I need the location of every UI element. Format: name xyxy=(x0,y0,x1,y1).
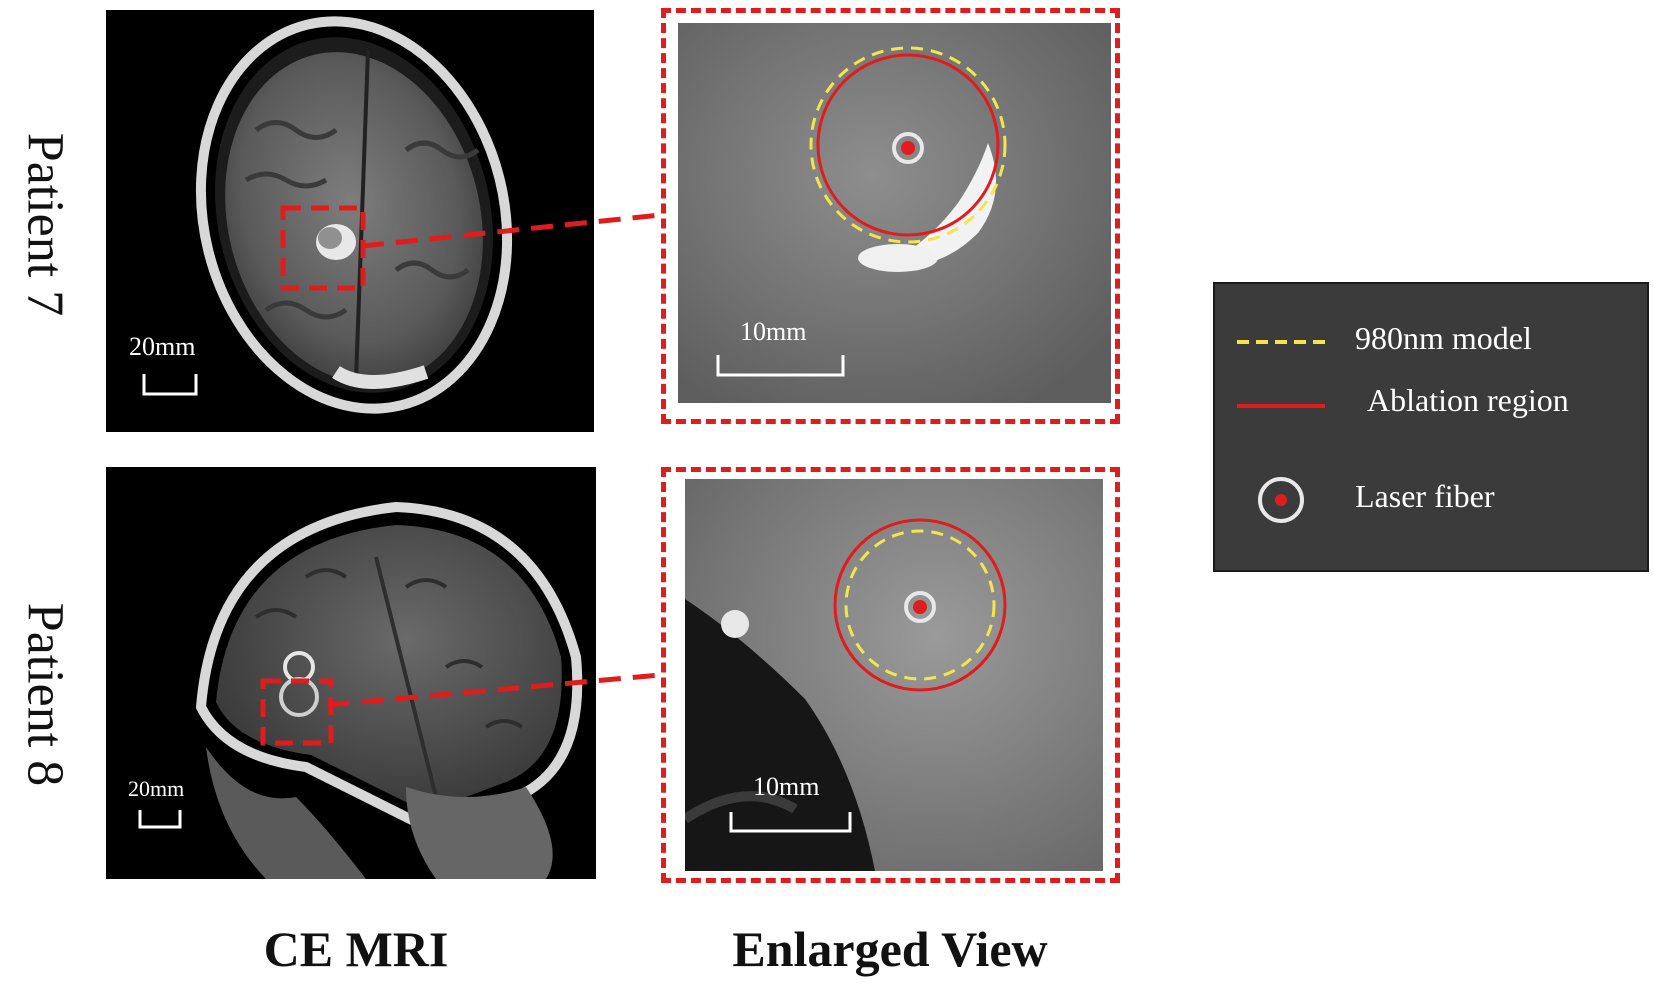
brain-axial-image xyxy=(142,16,513,414)
enlarged-view-frame-patient-7 xyxy=(661,8,1120,424)
ablation-circle-patient-8 xyxy=(833,518,1007,692)
scale-bar-icon xyxy=(142,374,198,396)
legend-label-ablation-region: Ablation region xyxy=(1367,382,1569,418)
connector-line-patient-7 xyxy=(361,212,661,249)
zoom-scale-label-patient-8: 10mm xyxy=(753,772,820,801)
connector-line-patient-8 xyxy=(327,672,661,708)
laser-fiber-icon xyxy=(904,591,936,623)
model-circle-patient-8 xyxy=(844,529,996,681)
ablation-circle-patient-7 xyxy=(816,53,1000,237)
scale-bar-icon xyxy=(716,355,845,377)
column-label-ce-mri: CE MRI xyxy=(263,921,449,977)
legend-label-laser-fiber: Laser fiber xyxy=(1355,478,1495,514)
scan-scale-label-patient-7: 20mm xyxy=(129,332,196,361)
enlarged-view-patient-8: 10mm xyxy=(685,479,1103,871)
scan-scale-label-patient-8: 20mm xyxy=(128,776,185,801)
model-circle-patient-7 xyxy=(809,46,1007,244)
roi-box-patient-8 xyxy=(260,678,334,746)
brain-sagittal-image xyxy=(138,501,583,879)
column-label-enlarged-view: Enlarged View xyxy=(732,921,1048,977)
mri-scan-patient-8: 20mm xyxy=(106,467,596,879)
enlarged-view-patient-7: 10mm xyxy=(678,23,1111,403)
laser-fiber-icon xyxy=(892,132,924,164)
legend: 980nm model Ablation region Laser fiber xyxy=(1213,282,1649,572)
mri-scan-patient-7: 20mm xyxy=(106,10,594,432)
zoom-scale-label-patient-7: 10mm xyxy=(740,317,807,346)
legend-label-980nm-model: 980nm model xyxy=(1355,320,1532,356)
scale-bar-icon xyxy=(138,810,182,829)
legend-symbols xyxy=(1237,340,1325,523)
enlarged-view-frame-patient-8 xyxy=(661,467,1120,883)
laser-fiber-icon xyxy=(1258,477,1304,523)
scale-bar-icon xyxy=(729,812,852,833)
